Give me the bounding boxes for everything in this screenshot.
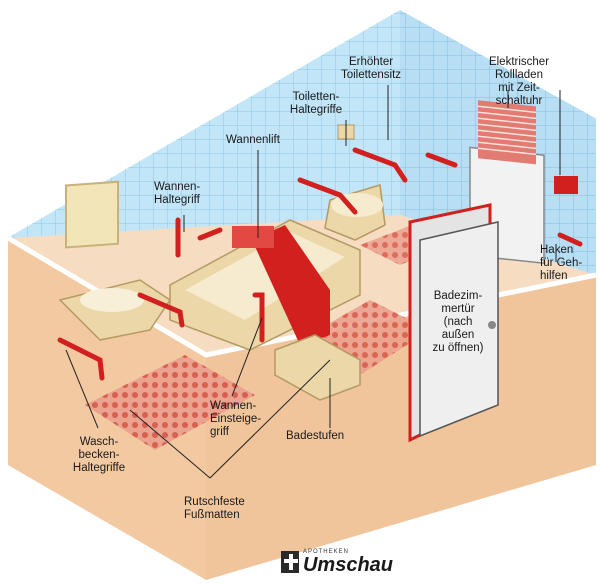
logo-small-text: APOTHEKEN bbox=[302, 549, 349, 555]
timer-box bbox=[554, 176, 578, 194]
mirror bbox=[65, 180, 119, 249]
label-wannenlift: Wannenlift bbox=[226, 134, 280, 146]
label-waschbecken-haltegriffe: Wasch- becken- Haltegriffe bbox=[72, 436, 126, 474]
label-badestufen: Badestufen bbox=[286, 430, 345, 442]
pharmacy-cross-icon bbox=[281, 551, 299, 573]
door-handle bbox=[488, 321, 496, 329]
label-rollladen: Elektrischer Rollladen mit Zeit- schaltu… bbox=[488, 56, 550, 107]
label-toiletten-haltegriffe: Toiletten- Haltegriffe bbox=[289, 91, 343, 116]
shutter bbox=[478, 100, 536, 165]
label-toilettensitz: Erhöhter Toilettensitz bbox=[340, 56, 402, 81]
apotheken-umschau-logo: APOTHEKEN Umschau bbox=[281, 548, 393, 576]
leader-lines bbox=[65, 85, 561, 479]
bath-lift bbox=[252, 225, 330, 345]
bathroom-door bbox=[419, 221, 499, 438]
grab-bars bbox=[57, 147, 583, 381]
logo-big-text: Umschau bbox=[302, 554, 393, 576]
label-fussmatten: Rutschfeste Fußmatten bbox=[184, 496, 245, 521]
label-wannen-einsteigegriff: Wannen- Einsteige- griff bbox=[210, 400, 262, 438]
bath-steps bbox=[274, 334, 361, 401]
label-wannen-haltegriff: Wannen- Haltegriff bbox=[154, 181, 201, 206]
label-haken: Haken für Geh- hilfen bbox=[540, 244, 583, 282]
label-badezimmertuer: Badezim- mertür (nach außen zu öffnen) bbox=[432, 290, 484, 354]
floor-mat bbox=[85, 355, 255, 450]
